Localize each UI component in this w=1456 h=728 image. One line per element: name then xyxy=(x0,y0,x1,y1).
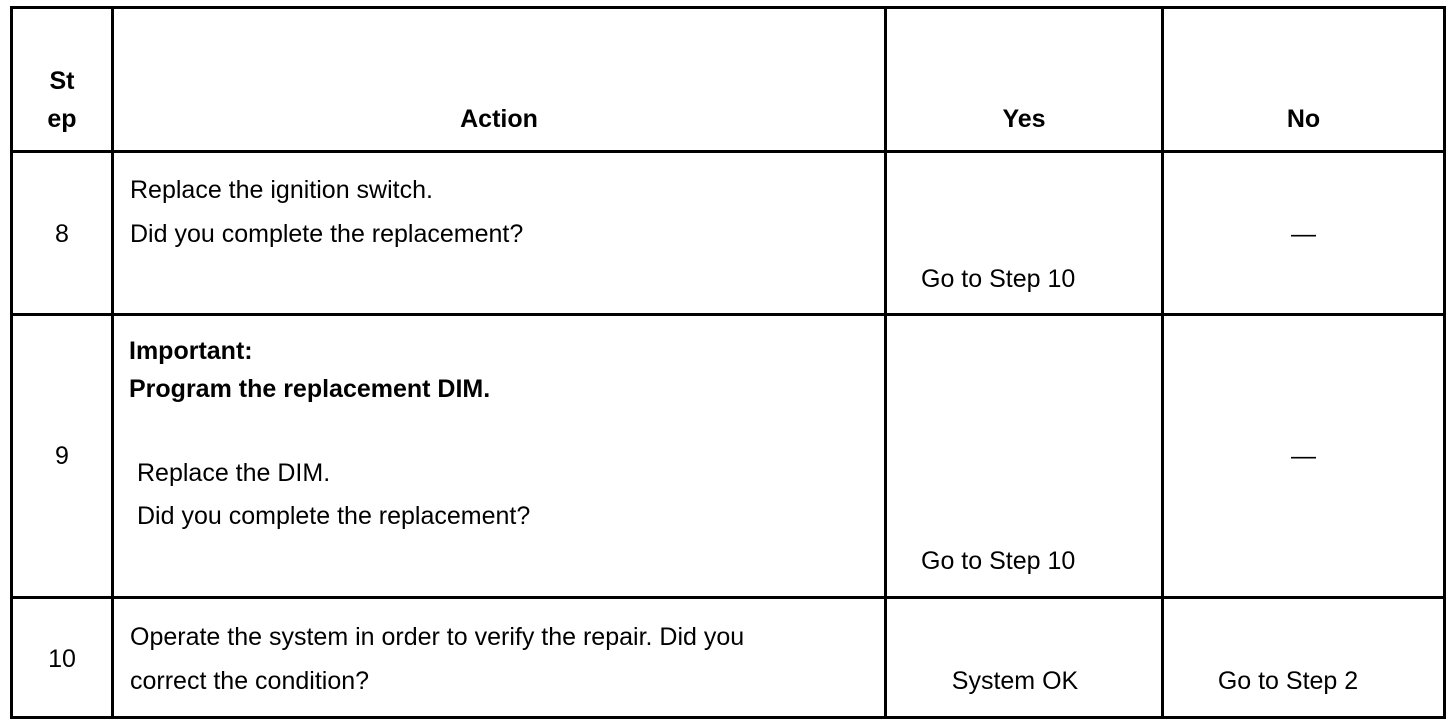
column-divider xyxy=(1161,6,1164,719)
step-number: 9 xyxy=(55,442,69,470)
yes-result: Go to Step 10 xyxy=(921,265,1076,293)
row-divider xyxy=(10,313,1446,316)
action-text: Did you complete the replacement? xyxy=(137,502,531,530)
table-border-left xyxy=(10,6,13,719)
action-text: Operate the system in order to verify th… xyxy=(130,623,745,651)
column-divider xyxy=(884,6,887,719)
header-divider xyxy=(10,150,1446,153)
header-step-line2: ep xyxy=(47,105,77,133)
action-text: Did you complete the replacement? xyxy=(130,220,524,248)
diagnostic-table: St ep Action Yes No 8 Replace the igniti… xyxy=(10,6,1446,719)
table-border-right xyxy=(1443,6,1446,719)
step-number: 8 xyxy=(55,220,69,248)
yes-result: Go to Step 10 xyxy=(921,547,1076,575)
column-divider xyxy=(111,6,114,719)
no-result: Go to Step 2 xyxy=(1217,667,1359,695)
action-text: correct the condition? xyxy=(130,667,370,695)
header-action: Action xyxy=(460,105,538,133)
row-divider xyxy=(10,596,1446,599)
no-result: — xyxy=(1291,442,1316,470)
action-text: Replace the DIM. xyxy=(137,459,331,487)
important-label: Important: xyxy=(129,337,253,365)
header-no: No xyxy=(1286,105,1321,133)
table-border-top xyxy=(10,6,1446,9)
step-number: 10 xyxy=(48,645,76,673)
header-step-line1: St xyxy=(49,67,75,95)
yes-result: System OK xyxy=(951,667,1079,695)
action-text: Replace the ignition switch. xyxy=(130,176,433,204)
no-result: — xyxy=(1291,220,1316,248)
header-yes: Yes xyxy=(1002,105,1046,133)
important-text: Program the replacement DIM. xyxy=(129,375,491,403)
table-border-bottom xyxy=(10,716,1446,719)
